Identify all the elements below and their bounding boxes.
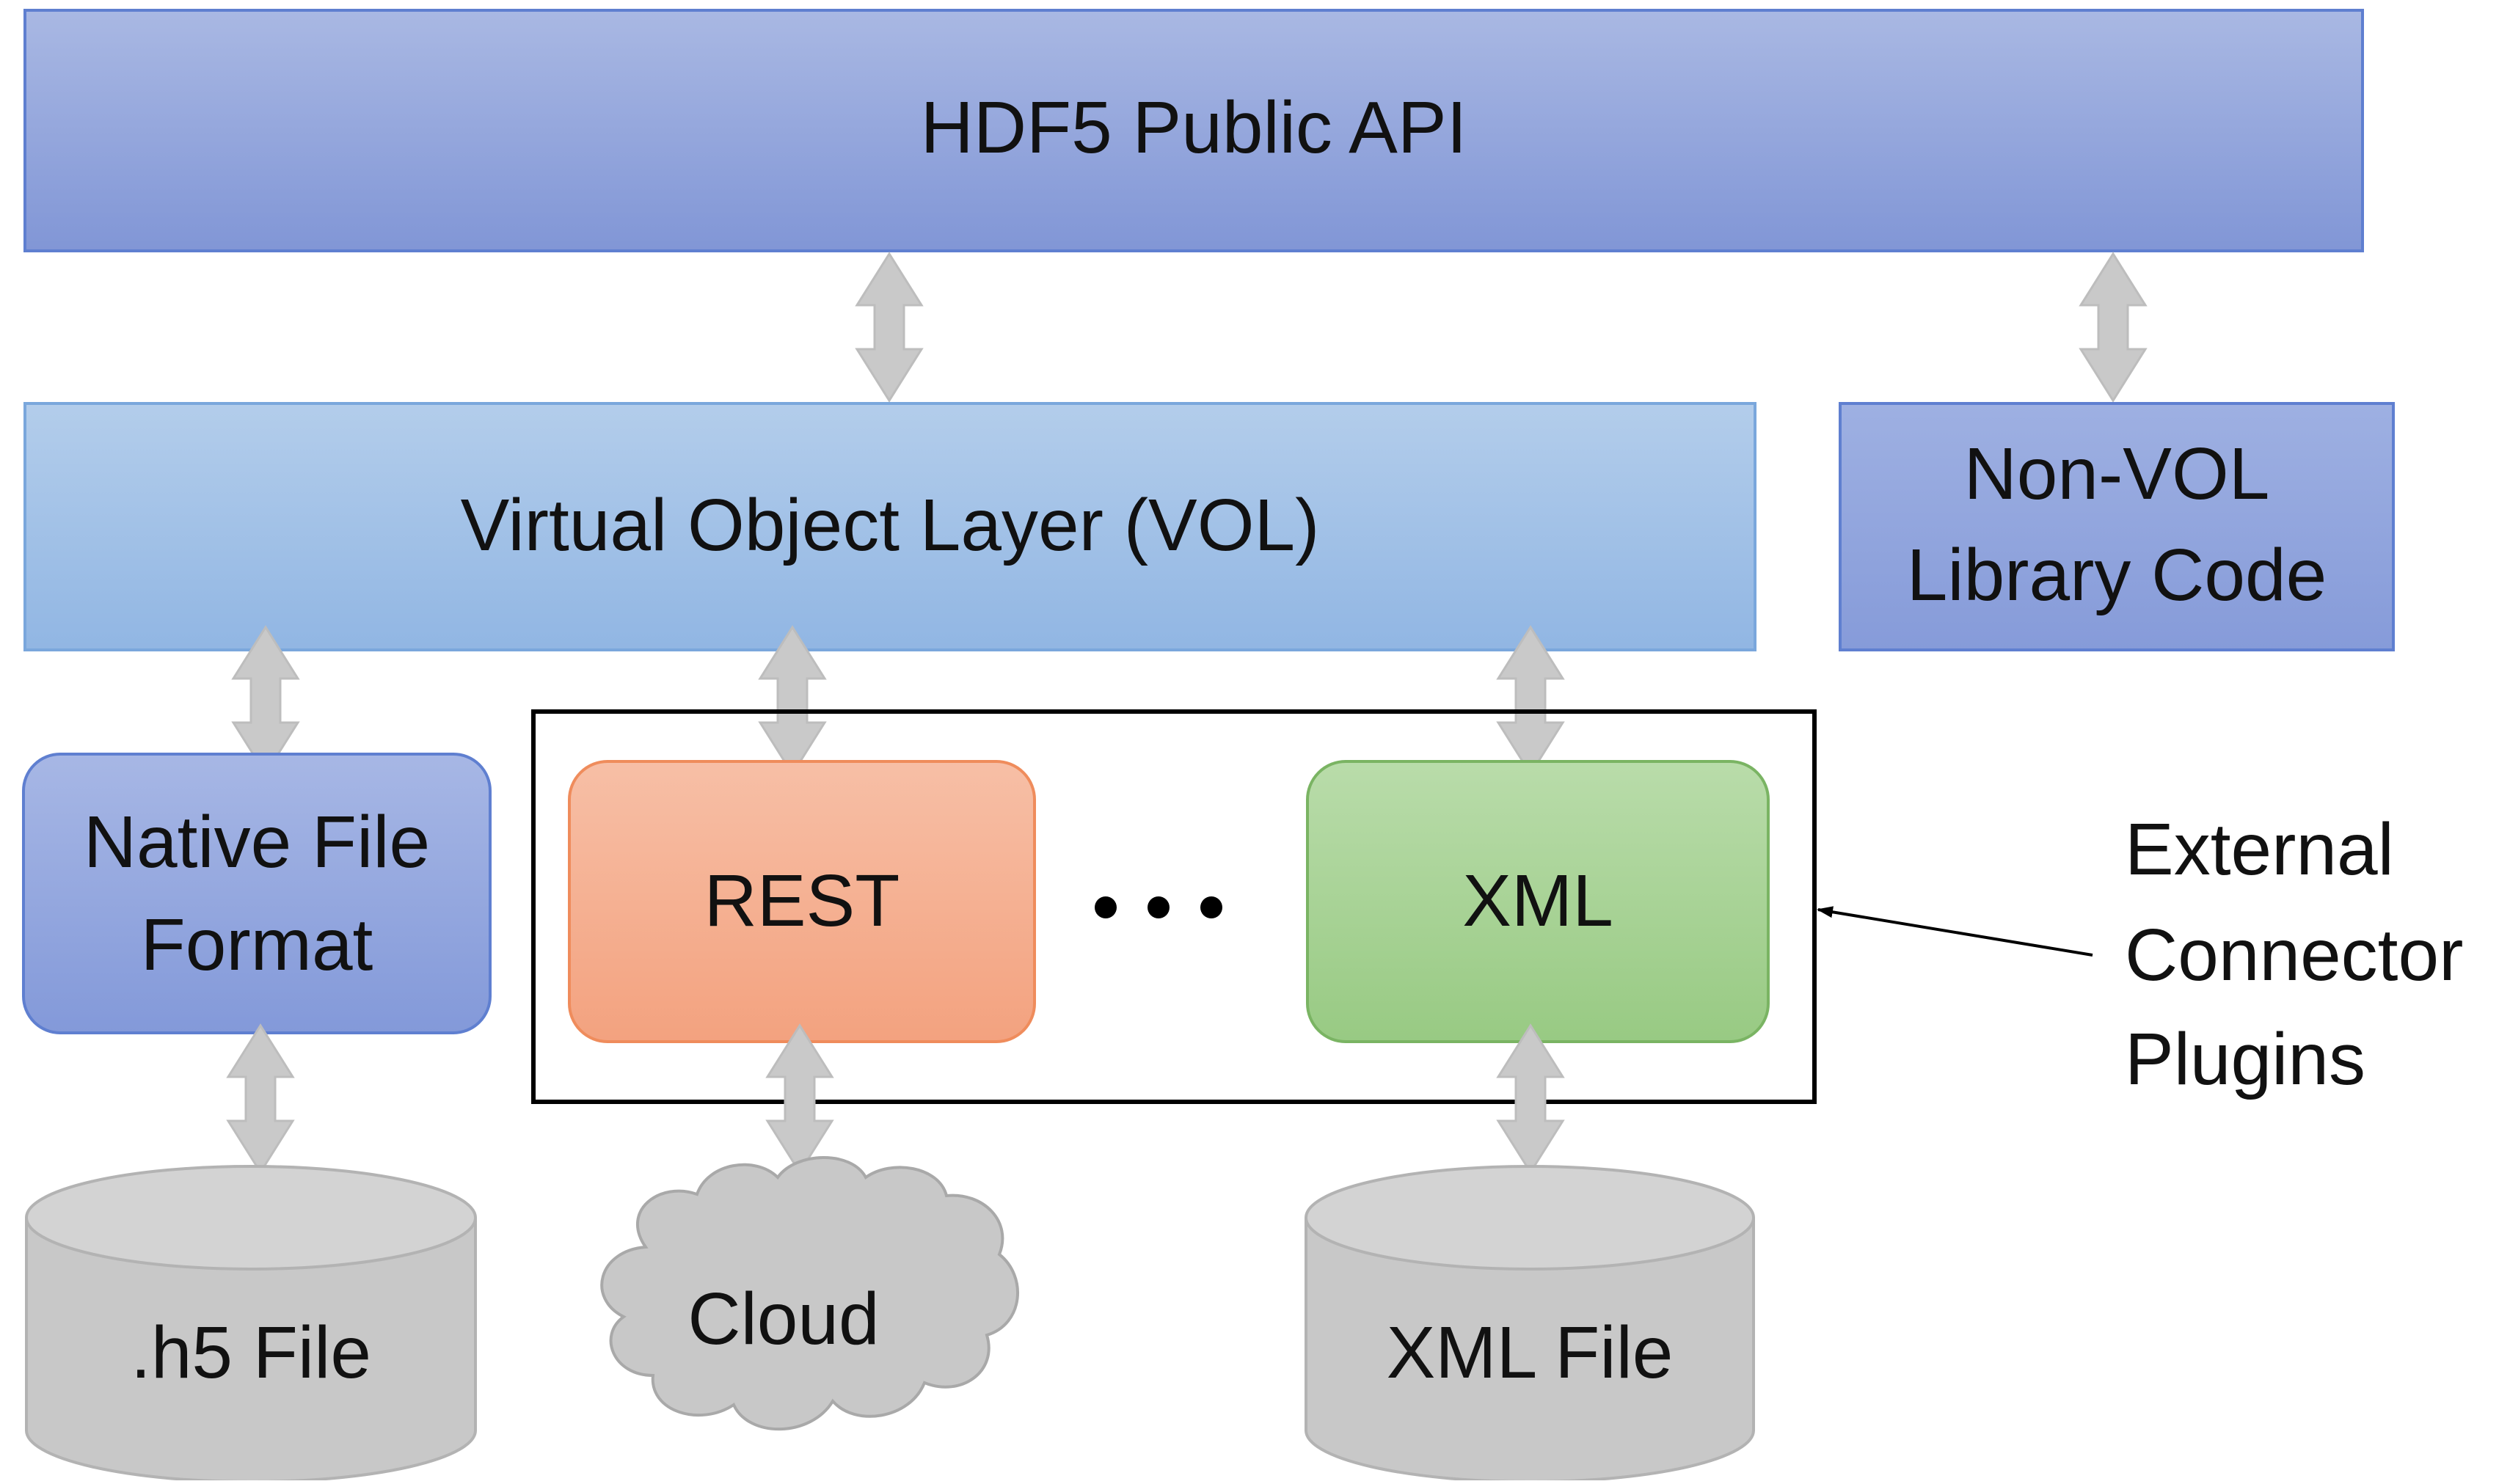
arrow-rest-cloud	[766, 1024, 833, 1174]
xml-file-cylinder: XML File	[1305, 1165, 1755, 1483]
arrow-api-nonvol	[2079, 252, 2147, 402]
non-vol-line1: Non-VOL	[1964, 433, 2270, 515]
cloud-label: Cloud	[687, 1278, 879, 1360]
public-api-box: HDF5 Public API	[23, 9, 2364, 252]
h5-file-cylinder: .h5 File	[25, 1165, 477, 1483]
xml-connector-box: XML	[1306, 760, 1770, 1043]
rest-label: REST	[704, 860, 900, 942]
cloud-shape: Cloud	[600, 1156, 1019, 1431]
arrow-native-h5file	[227, 1024, 294, 1174]
h5-file-label: .h5 File	[131, 1312, 371, 1394]
plugins-caption: External Connector Plugins	[2125, 808, 2463, 1100]
native-line1: Native File	[84, 801, 430, 883]
vol-layer-label: Virtual Object Layer (VOL)	[461, 484, 1320, 566]
xml-label: XML	[1462, 860, 1613, 942]
native-file-format-box: Native File Format	[22, 753, 492, 1034]
native-line2: Format	[141, 904, 373, 986]
plugins-pointer-arrow	[1817, 906, 2093, 957]
arrow-api-vol	[855, 252, 923, 402]
rest-connector-box: REST	[568, 760, 1036, 1043]
vol-layer-box: Virtual Object Layer (VOL)	[23, 402, 1756, 651]
non-vol-library-box: Non-VOL Library Code	[1839, 402, 2395, 651]
plugins-caption-line3: Plugins	[2125, 1018, 2365, 1100]
xml-file-label: XML File	[1387, 1312, 1674, 1394]
arrow-xml-xmlfile	[1497, 1024, 1564, 1174]
plugins-caption-line2: Connector	[2125, 914, 2463, 996]
external-plugins-frame	[531, 709, 1817, 1104]
ellipsis-more-connectors: • • •	[1095, 896, 1222, 918]
public-api-label: HDF5 Public API	[921, 87, 1467, 169]
plugins-caption-line1: External	[2125, 808, 2394, 891]
non-vol-line2: Library Code	[1907, 534, 2327, 616]
